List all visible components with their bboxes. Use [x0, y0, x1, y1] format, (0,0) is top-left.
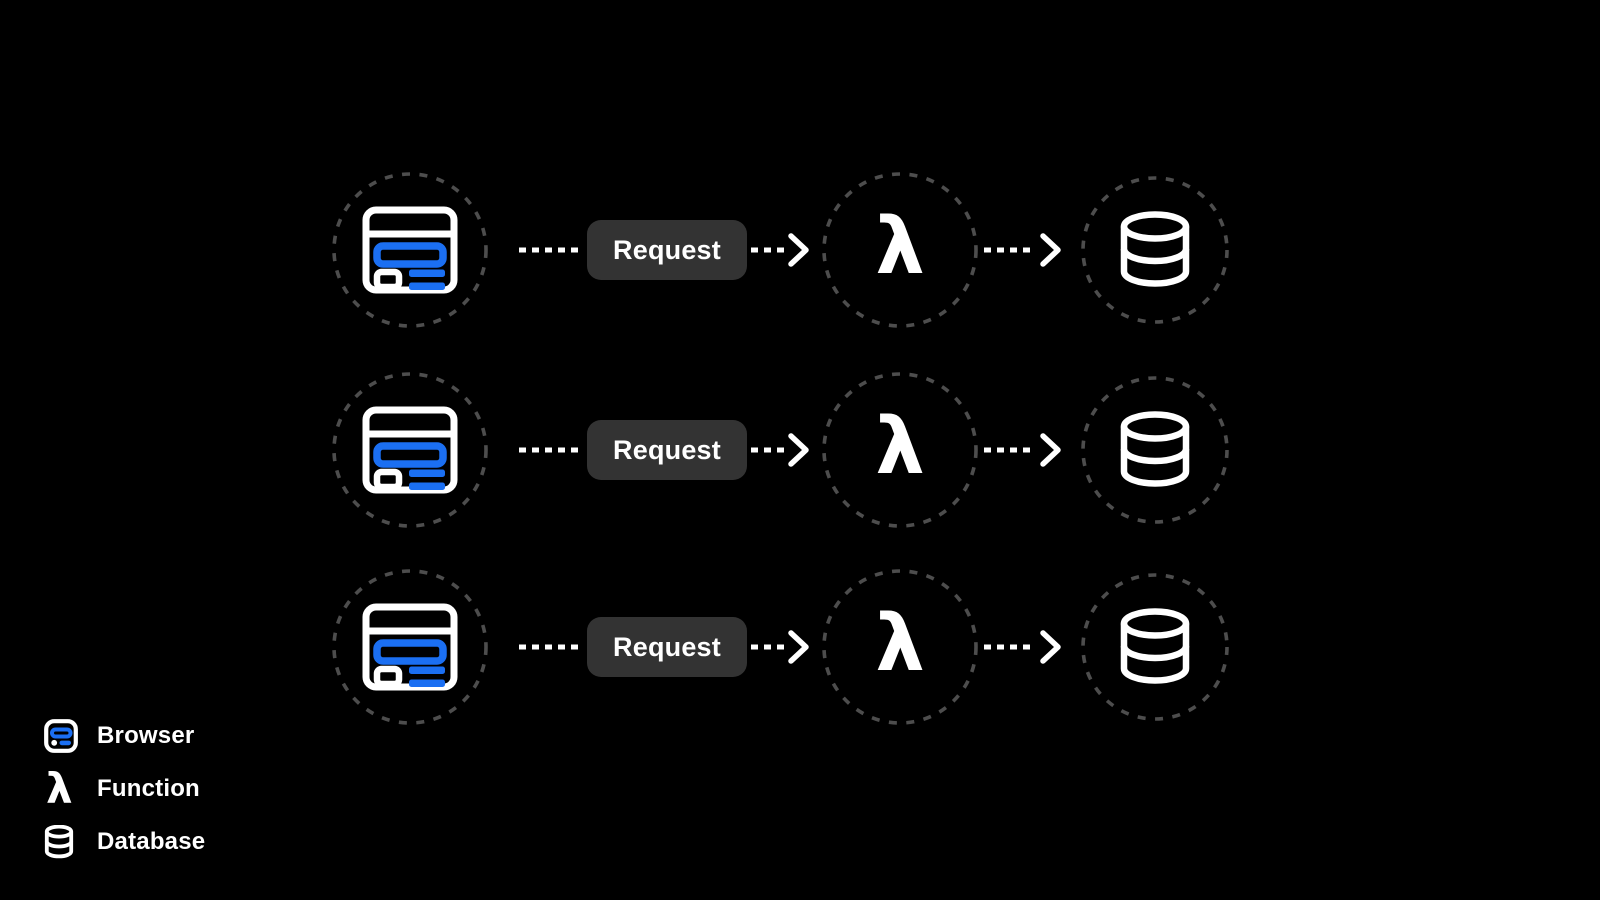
chevron-right-icon — [1038, 431, 1064, 469]
dotted-connector — [984, 247, 1036, 253]
flow-row-2: Request λ — [0, 370, 1600, 530]
dotted-connector — [751, 247, 785, 253]
dashed-circle — [332, 372, 488, 528]
dashed-circle — [1081, 176, 1229, 324]
flow-row-3: Request λ — [0, 567, 1600, 727]
database-node — [1075, 170, 1235, 330]
database-node — [1075, 370, 1235, 530]
chevron-right-icon — [786, 231, 812, 269]
dashed-circle — [332, 172, 488, 328]
browser-icon — [44, 719, 84, 753]
database-icon — [1117, 411, 1193, 489]
legend: Browser λ Function Database — [44, 718, 205, 860]
lambda-icon: λ — [875, 201, 925, 292]
dashed-circle — [822, 569, 978, 725]
chevron-right-icon — [786, 628, 812, 666]
dashed-circle — [1081, 573, 1229, 721]
request-button: Request — [587, 420, 747, 480]
dotted-connector — [751, 447, 785, 453]
request-button: Request — [587, 617, 747, 677]
legend-item-function: λ Function — [44, 764, 205, 813]
browser-node — [330, 170, 490, 330]
dotted-connector — [984, 447, 1036, 453]
browser-icon — [362, 206, 458, 294]
dashed-circle — [332, 569, 488, 725]
chevron-right-icon — [786, 431, 812, 469]
dotted-connector — [519, 644, 583, 650]
dashed-circle — [822, 172, 978, 328]
database-icon — [44, 825, 84, 859]
database-icon — [1117, 211, 1193, 289]
dotted-connector — [519, 447, 583, 453]
database-icon — [1117, 608, 1193, 686]
lambda-node: λ — [820, 370, 980, 530]
flow-row-1: Request λ — [0, 170, 1600, 330]
dashed-circle — [822, 372, 978, 528]
browser-icon — [362, 406, 458, 494]
browser-node — [330, 567, 490, 727]
lambda-icon: λ — [875, 401, 925, 492]
legend-label: Database — [97, 828, 206, 855]
legend-label: Function — [97, 775, 200, 802]
dotted-connector — [984, 644, 1036, 650]
legend-item-database: Database — [44, 824, 205, 860]
chevron-right-icon — [1038, 231, 1064, 269]
lambda-node: λ — [820, 170, 980, 330]
dotted-connector — [519, 247, 583, 253]
browser-node — [330, 370, 490, 530]
chevron-right-icon — [1038, 628, 1064, 666]
browser-icon — [362, 603, 458, 691]
lambda-icon: λ — [46, 764, 73, 813]
dashed-circle — [1081, 376, 1229, 524]
legend-item-browser: Browser — [44, 718, 205, 754]
lambda-icon: λ — [875, 598, 925, 689]
database-node — [1075, 567, 1235, 727]
request-button: Request — [587, 220, 747, 280]
lambda-node: λ — [820, 567, 980, 727]
legend-label: Browser — [97, 722, 195, 749]
dotted-connector — [751, 644, 785, 650]
